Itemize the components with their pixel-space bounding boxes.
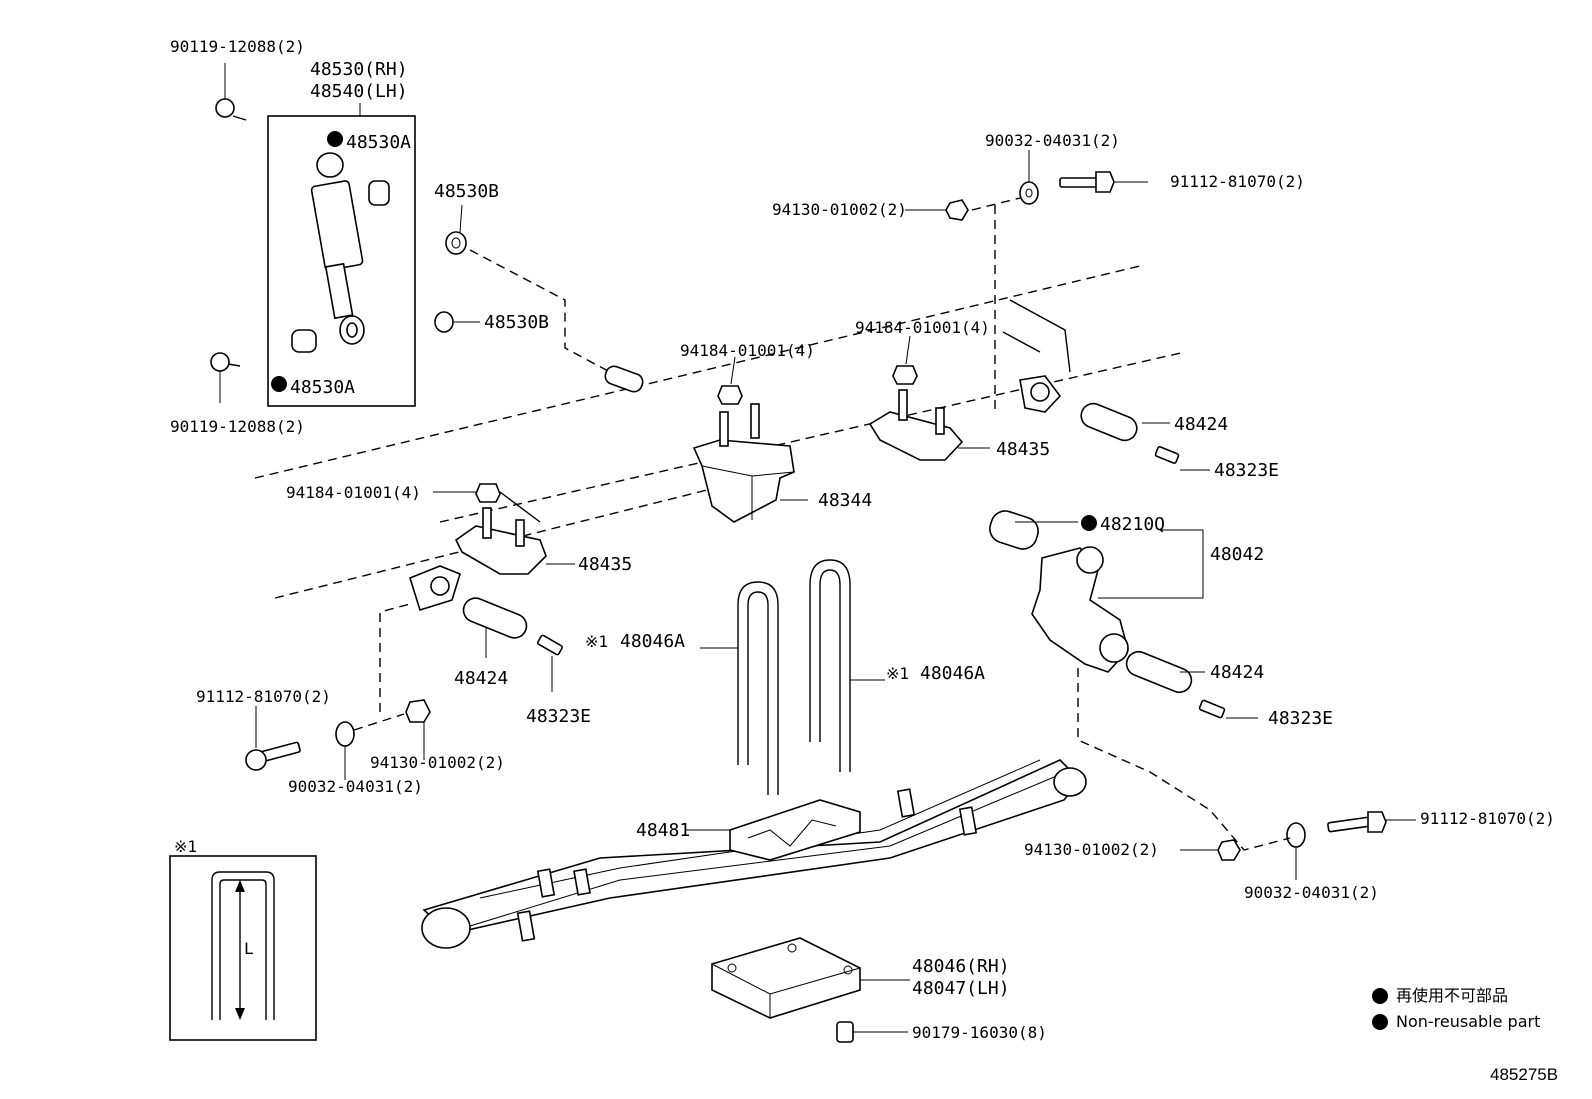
label-washer-right-lower[interactable]: 90032-04031(2) [1244,883,1379,902]
label-bracket-right[interactable]: 48435 [996,439,1050,460]
shock-absorber[interactable] [310,152,365,345]
washer-90032-left[interactable] [335,721,355,780]
spring-plate-48046[interactable] [711,937,910,1019]
label-pin-right-lower[interactable]: 48424 [1210,662,1264,683]
label-bolt-top-left[interactable]: 90119-12088(2) [170,37,305,56]
bolt-90119-bottom[interactable] [210,352,241,403]
label-grease-left[interactable]: 48323E [526,706,591,727]
label-nut-right-lower[interactable]: 94130-01002(2) [1024,840,1159,859]
label-seat[interactable]: 48481 [636,820,690,841]
grease-fitting-48323e-left[interactable] [537,634,563,692]
washer-48530b-mid[interactable] [434,311,480,333]
label-nut-plate[interactable]: 90179-16030(8) [912,1023,1047,1042]
pin-48424-left[interactable] [460,595,530,658]
bushing-48210q[interactable] [986,507,1097,552]
shock-absorber-box [267,103,416,407]
label-ubolt-right-mark[interactable]: ※1 [886,664,909,683]
u-bolt-48046a-right[interactable] [809,559,885,772]
label-shock-rh[interactable]: 48530(RH) [310,59,408,80]
label-bolt-right-lower[interactable]: 91112-81070(2) [1420,809,1555,828]
label-shock-lh[interactable]: 48540(LH) [310,81,408,102]
right-lower-guide [1077,668,1291,851]
inset-dimension-label: L [244,939,254,958]
nut-94184-right[interactable] [892,335,918,385]
legend-dot-en-icon [1372,1014,1388,1030]
bolt-91112-top-right[interactable] [1059,171,1148,193]
shackle-48042[interactable] [1031,529,1204,673]
bushing-48530a-top[interactable] [327,131,390,206]
figure-code: 485275B [1490,1065,1558,1084]
nut-94184-left[interactable] [433,483,541,523]
label-plate-lh[interactable]: 48047(LH) [912,978,1010,999]
label-bolt-bottom-left[interactable]: 90119-12088(2) [170,417,305,436]
washer-90032-right-lower[interactable] [1286,822,1306,880]
grease-fitting-48323e-top-right[interactable] [1154,446,1210,471]
label-pin-left[interactable]: 48424 [454,668,508,689]
label-bolt-top-right[interactable]: 91112-81070(2) [1170,172,1305,191]
label-ubolt-left[interactable]: 48046A [620,631,685,652]
washer-48530b-top[interactable] [445,204,611,373]
non-reusable-dot-icon [327,131,343,147]
bolt-91112-right-lower[interactable] [1327,811,1416,833]
spring-seat-48481[interactable] [685,799,861,861]
label-washer-left[interactable]: 90032-04031(2) [288,777,423,796]
label-bumper[interactable]: 48344 [818,490,872,511]
nut-94130-top-right[interactable] [905,199,969,221]
label-washer-b-top[interactable]: 48530B [434,181,499,202]
legend-text-ja: 再使用不可部品 [1396,986,1508,1005]
label-plate-rh[interactable]: 48046(RH) [912,956,1010,977]
pin-48424-right-lower[interactable] [1123,648,1205,696]
label-bushing-q[interactable]: 48210Q [1100,514,1165,535]
label-ubolt-left-mark[interactable]: ※1 [585,632,608,651]
left-guide [353,603,411,731]
label-bushing-a-top[interactable]: 48530A [346,132,411,153]
label-grease-right-lower[interactable]: 48323E [1268,708,1333,729]
bumper-48344[interactable] [692,403,808,523]
label-nut-left[interactable]: 94130-01002(2) [370,753,505,772]
label-nut-bracket-left[interactable]: 94184-01001(4) [286,483,421,502]
label-grease-top-right[interactable]: 48323E [1214,460,1279,481]
nut-94130-left[interactable] [405,699,431,760]
bushing-48530a-bottom[interactable] [271,329,317,392]
bolt-90119-top[interactable] [215,63,247,121]
label-ubolt-right[interactable]: 48046A [920,663,985,684]
legend-text-en: Non-reusable part [1396,1012,1540,1031]
label-washer-b-mid[interactable]: 48530B [484,312,549,333]
u-bolt-48046a-left[interactable] [700,581,779,795]
bracket-48435-left[interactable] [409,507,575,612]
nut-90179[interactable] [836,1021,908,1043]
nut-94130-right-lower[interactable] [1180,839,1241,861]
label-bolt-left[interactable]: 91112-81070(2) [196,687,331,706]
bolt-91112-left[interactable] [245,706,301,771]
washer-90032-top-right[interactable] [1019,150,1039,205]
bracket-48435-right[interactable] [868,375,1062,461]
legend-dot-ja-icon [1372,988,1388,1004]
label-nut-bracket-center[interactable]: 94184-01001(4) [680,341,815,360]
non-reusable-dot-icon [271,376,287,392]
label-shackle[interactable]: 48042 [1210,544,1264,565]
top-right-guide [971,197,1021,410]
label-bracket-left[interactable]: 48435 [578,554,632,575]
label-nut-top-right[interactable]: 94130-01002(2) [772,200,907,219]
pin-48424-top-right[interactable] [1078,400,1170,444]
u-bolt-length-inset [169,855,317,1041]
shock-mount-pin [604,365,644,393]
part-labels: 90119-12088(2) 48530(RH) 48540(LH) 48530… [170,37,1555,1042]
non-reusable-dot-icon [1081,515,1097,531]
label-pin-top-right[interactable]: 48424 [1174,414,1228,435]
label-washer-top-right[interactable]: 90032-04031(2) [985,131,1120,150]
label-nut-bracket-right[interactable]: 94184-01001(4) [855,318,990,337]
grease-fitting-48323e-right-lower[interactable] [1198,699,1258,719]
label-bushing-a-bottom[interactable]: 48530A [290,377,355,398]
inset-mark: ※1 [174,837,197,856]
nut-94184-center[interactable] [717,356,743,405]
